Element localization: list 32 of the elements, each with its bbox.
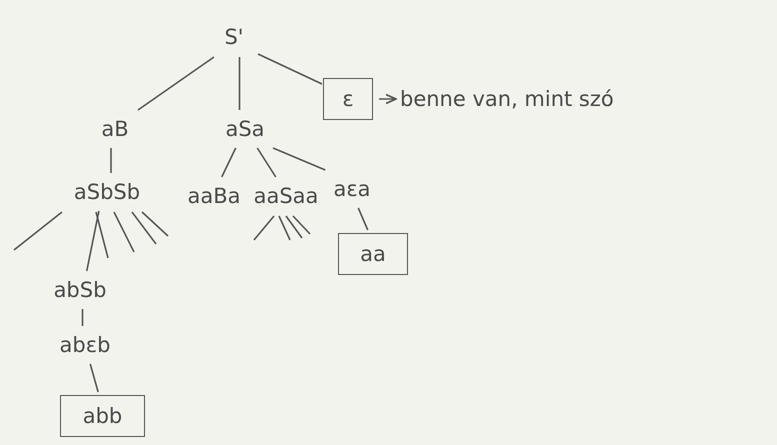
tree-branch-line: [258, 53, 322, 85]
derivation-string: S': [210, 20, 258, 54]
derivation-string: aaBa: [182, 180, 246, 212]
tree-branch-line: [113, 212, 135, 252]
derivation-string: aSa: [213, 113, 277, 145]
tree-branch-line: [278, 216, 291, 240]
tree-branch-line: [89, 364, 99, 392]
derivation-string: abεb: [46, 329, 124, 361]
tree-branch-line: [141, 211, 169, 237]
tree-branch-line: [221, 148, 236, 178]
tree-branch-line: [86, 210, 100, 272]
arrow: [379, 94, 397, 104]
annotation-text: benne van, mint szó: [400, 83, 680, 115]
tree-branch-line: [238, 57, 240, 110]
tree-branch-line: [253, 215, 275, 241]
derivation-string: aB: [88, 113, 142, 145]
tree-branch-line: [138, 56, 214, 111]
boxed-word: aa: [338, 233, 408, 275]
derivation-string: aSbSb: [60, 176, 154, 208]
tree-branch-line: [14, 211, 62, 251]
tree-branch-line: [285, 216, 303, 238]
tree-branch-line: [110, 148, 112, 173]
tree-branch-line: [272, 147, 326, 171]
tree-branch-line: [131, 212, 157, 244]
tree-branch-line: [95, 212, 109, 258]
boxed-symbol: ε: [323, 78, 373, 120]
boxed-word: abb: [60, 395, 145, 437]
tree-branch-line: [358, 208, 368, 230]
derivation-string: abSb: [42, 274, 118, 306]
tree-branch-line: [82, 309, 84, 326]
tree-branch-line: [256, 148, 276, 178]
tree-branch-line: [292, 215, 311, 235]
